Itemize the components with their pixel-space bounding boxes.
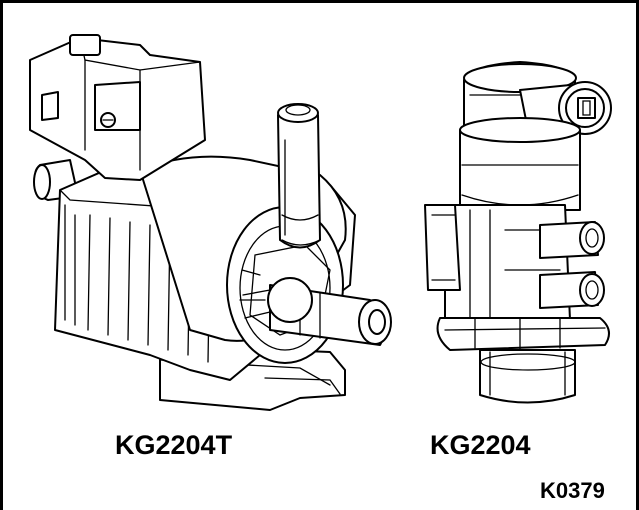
part-label-kg2204: KG2204	[430, 430, 531, 460]
valve-kg2204-drawing	[424, 61, 612, 404]
valve-kg2204t-drawing	[29, 34, 392, 411]
part-label-kg2204t: KG2204T	[115, 430, 233, 460]
figure-id: K0379	[540, 478, 605, 503]
